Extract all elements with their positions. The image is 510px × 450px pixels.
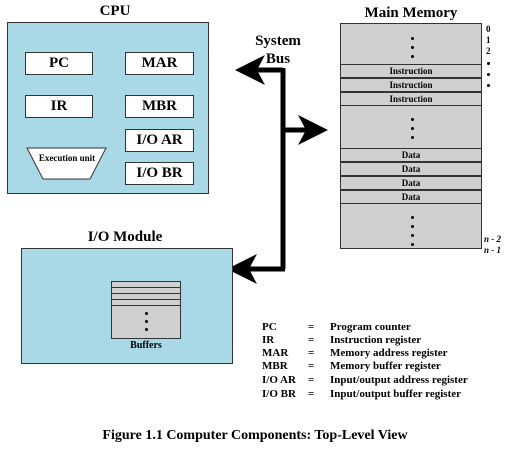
ir-register: IR <box>25 95 93 118</box>
instruction-cell: Instruction <box>341 64 481 78</box>
io-ar-register: I/O AR <box>125 129 194 152</box>
cpu-title: CPU <box>99 3 131 19</box>
main-memory: Instruction Instruction Instruction Data… <box>340 23 482 249</box>
legend-equals: = <box>308 347 315 359</box>
io-module-box: Buffers <box>21 248 233 364</box>
pc-register: PC <box>25 52 93 75</box>
legend-abbr: IR <box>262 334 275 346</box>
address-dot <box>487 84 490 87</box>
io-br-register: I/O BR <box>125 162 194 185</box>
buffer-slot <box>112 288 180 294</box>
address-dot <box>487 73 490 76</box>
data-cell: Data <box>341 162 481 176</box>
memory-title: Main Memory <box>364 5 458 21</box>
legend-equals: = <box>308 388 315 400</box>
legend-desc: Input/output buffer register <box>330 388 461 400</box>
buffers-label: Buffers <box>130 340 162 351</box>
legend-abbr: I/O AR <box>262 374 296 386</box>
memory-dot <box>411 118 414 121</box>
legend-equals: = <box>308 334 315 346</box>
data-cell: Data <box>341 148 481 162</box>
legend-desc: Program counter <box>330 321 411 333</box>
legend-equals: = <box>308 360 315 372</box>
buffer-dot <box>145 320 148 323</box>
memory-dot <box>411 46 414 49</box>
address-2: 2 <box>486 46 491 56</box>
memory-dot <box>411 234 414 237</box>
bus-label-line2: Bus <box>265 51 291 67</box>
legend-desc: Instruction register <box>330 334 422 346</box>
address-0: 0 <box>486 24 491 34</box>
legend-desc: Memory buffer register <box>330 360 441 372</box>
memory-dot <box>411 55 414 58</box>
buffer-dot <box>145 328 148 331</box>
io-module-title: I/O Module <box>87 229 163 245</box>
memory-dot <box>411 136 414 139</box>
instruction-cell: Instruction <box>341 78 481 92</box>
legend-desc: Input/output address register <box>330 374 468 386</box>
legend-abbr: MAR <box>262 347 289 359</box>
buffers-stack <box>111 281 181 339</box>
buffer-slot <box>112 282 180 288</box>
buffer-slot <box>112 300 180 306</box>
system-bus <box>227 55 328 284</box>
cpu-box: PC MAR IR MBR I/O AR I/O BR Execution un… <box>7 22 209 194</box>
address-n-1: n - 1 <box>484 245 502 255</box>
memory-dot <box>411 216 414 219</box>
instruction-cell: Instruction <box>341 92 481 106</box>
mbr-register: MBR <box>125 95 194 118</box>
buffer-dot <box>145 312 148 315</box>
memory-dot <box>411 127 414 130</box>
address-n-2: n - 2 <box>484 234 502 244</box>
memory-dot <box>411 37 414 40</box>
address-dot <box>487 62 490 65</box>
legend-abbr: PC <box>262 321 277 333</box>
legend-equals: = <box>308 374 315 386</box>
memory-dot <box>411 243 414 246</box>
bus-label-line1: System <box>255 33 301 49</box>
execution-unit-label: Execution unit <box>38 153 96 163</box>
legend-abbr: I/O BR <box>262 388 296 400</box>
data-cell: Data <box>341 176 481 190</box>
memory-dot <box>411 225 414 228</box>
legend-equals: = <box>308 321 315 333</box>
data-cell: Data <box>341 190 481 204</box>
legend-abbr: MBR <box>262 360 288 372</box>
legend-desc: Memory address register <box>330 347 448 359</box>
mar-register: MAR <box>125 52 194 75</box>
execution-unit-shape <box>26 147 107 180</box>
address-1: 1 <box>486 35 491 45</box>
figure-caption: Figure 1.1 Computer Components: Top-Leve… <box>102 428 408 443</box>
buffer-slot <box>112 294 180 300</box>
